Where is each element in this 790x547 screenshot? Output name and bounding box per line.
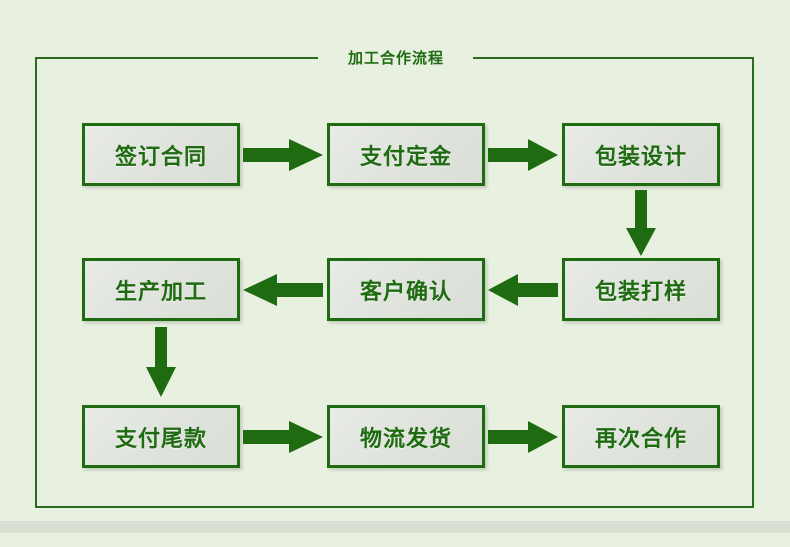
node-label: 生产加工: [114, 279, 207, 305]
arrow-right-icon: [243, 139, 323, 171]
flowchart-title: 加工合作流程: [347, 49, 444, 67]
node-label: 签订合同: [114, 144, 207, 170]
node-label: 包装设计: [594, 144, 687, 170]
node-label: 包装打样: [594, 279, 687, 305]
node-production-processing[interactable]: 生产加工: [82, 258, 240, 321]
node-logistics-shipping[interactable]: 物流发货: [327, 405, 485, 468]
node-label: 客户确认: [359, 279, 452, 305]
node-sign-contract[interactable]: 签订合同: [82, 123, 240, 186]
arrow-right-icon: [488, 421, 558, 453]
arrow-left-icon: [488, 274, 558, 306]
arrow-down-icon: [146, 327, 176, 397]
node-customer-confirmation[interactable]: 客户确认: [327, 258, 485, 321]
node-packaging-design[interactable]: 包装设计: [562, 123, 720, 186]
arrow-left-icon: [243, 274, 323, 306]
node-pay-deposit[interactable]: 支付定金: [327, 123, 485, 186]
arrow-right-icon: [243, 421, 323, 453]
node-label: 支付定金: [359, 144, 452, 170]
node-label: 再次合作: [594, 426, 687, 452]
bottom-divider-band: [0, 521, 790, 533]
node-label: 物流发货: [359, 426, 452, 452]
arrow-right-icon: [488, 139, 558, 171]
arrow-down-icon: [626, 190, 656, 256]
node-pay-balance[interactable]: 支付尾款: [82, 405, 240, 468]
node-cooperate-again[interactable]: 再次合作: [562, 405, 720, 468]
frame-legend-gap: [318, 50, 473, 66]
node-label: 支付尾款: [114, 426, 207, 452]
node-packaging-proofing[interactable]: 包装打样: [562, 258, 720, 321]
